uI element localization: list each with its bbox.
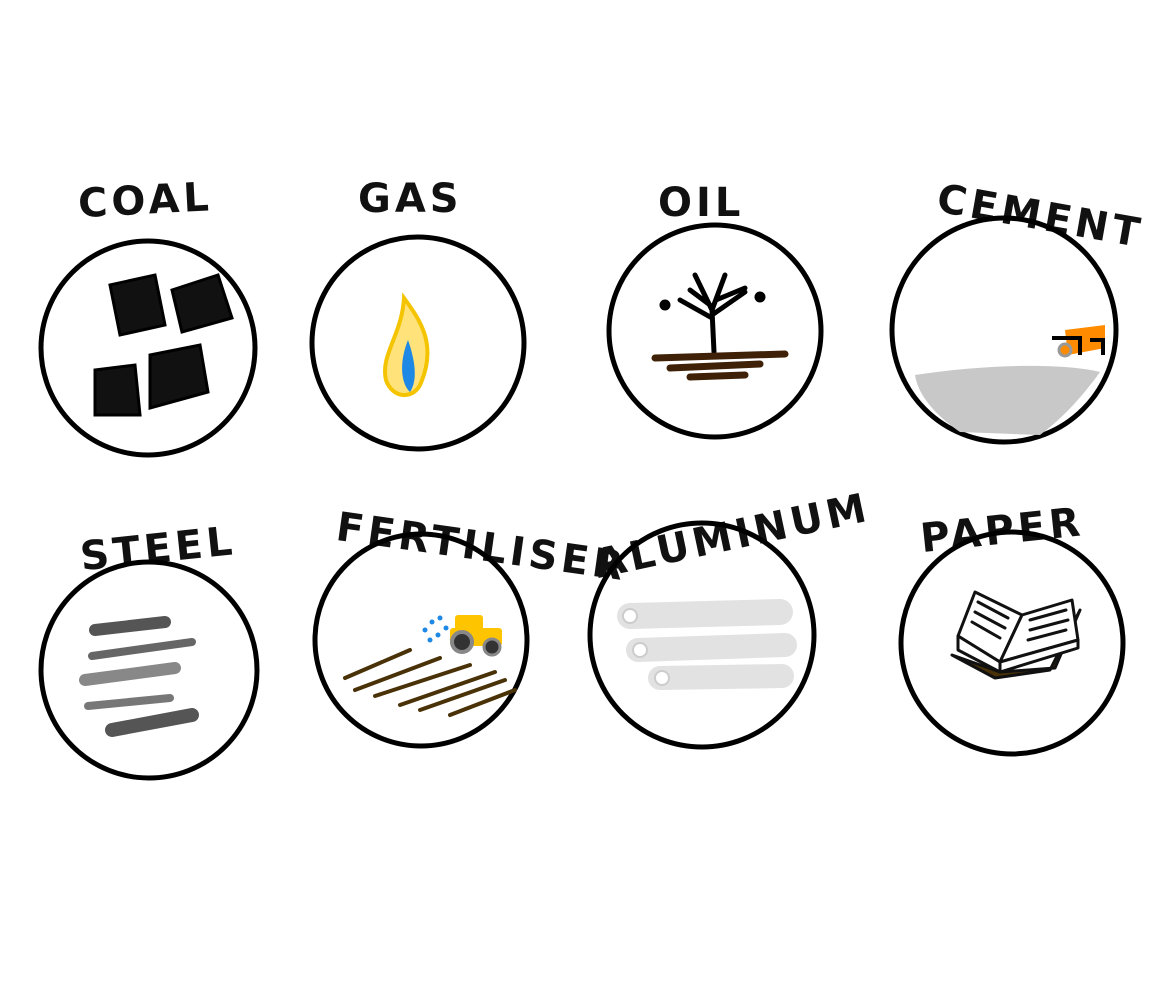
label-fertiliser: FERTILISER: [333, 504, 630, 590]
item-fertiliser: FERTILISER: [312, 504, 630, 749]
item-cement: CEMENT: [889, 176, 1147, 445]
steel-bars-icon: [79, 616, 199, 737]
label-gas: GAS: [358, 176, 463, 222]
item-oil: OIL: [606, 180, 824, 440]
circle-gas: [309, 234, 527, 452]
circle-aluminum: [587, 520, 817, 750]
circle-fertiliser: [312, 531, 530, 749]
oil-gusher-icon: [651, 272, 789, 381]
label-coal: COAL: [77, 174, 214, 227]
aluminum-pipes-icon: [617, 599, 797, 690]
book-icon: [950, 590, 1082, 680]
circle-cement: [889, 215, 1119, 445]
label-cement: CEMENT: [934, 176, 1147, 258]
circle-coal: [38, 238, 258, 458]
label-aluminum: ALUMINUM: [591, 485, 874, 588]
coal-icon: [93, 273, 234, 417]
item-steel: STEEL: [38, 518, 260, 781]
tractor-field-icon: [343, 615, 517, 717]
item-paper: PAPER: [898, 499, 1126, 757]
cement-truck-icon: [915, 325, 1105, 435]
item-coal: COAL: [38, 174, 258, 458]
flame-icon: [382, 292, 430, 397]
circle-oil: [606, 222, 824, 440]
label-oil: OIL: [658, 180, 744, 226]
circle-paper: [898, 529, 1126, 757]
item-gas: GAS: [309, 176, 527, 452]
circle-steel: [38, 559, 260, 781]
item-aluminum: ALUMINUM: [587, 485, 874, 750]
